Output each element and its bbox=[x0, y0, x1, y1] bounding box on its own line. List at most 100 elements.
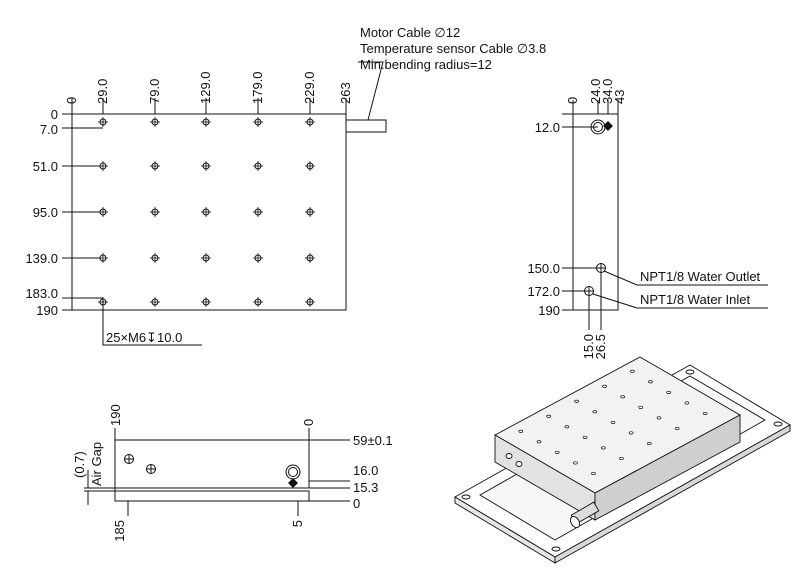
mounting-hole bbox=[98, 161, 108, 171]
side-view-top-extension-lines bbox=[572, 100, 619, 114]
mounting-hole bbox=[201, 207, 211, 217]
side-view-bottom-extension-lines bbox=[588, 268, 602, 330]
mounting-hole bbox=[98, 207, 108, 217]
iso-mover-hole bbox=[628, 431, 634, 435]
iso-mover-hole bbox=[574, 399, 579, 403]
iso-mover-hole bbox=[546, 414, 552, 418]
mounting-hole bbox=[253, 117, 263, 127]
x-dim-263: 263 bbox=[338, 82, 353, 104]
mounting-hole bbox=[305, 117, 315, 127]
top-view-x-extension-lines bbox=[71, 98, 347, 114]
front-bottom-dim-185: 185 bbox=[112, 520, 127, 542]
iso-mover-hole bbox=[564, 425, 570, 429]
y-dim-51: 51.0 bbox=[33, 159, 58, 174]
water-outlet-leader bbox=[603, 270, 768, 286]
air-gap-value: (0.7) bbox=[72, 451, 87, 478]
iso-mover-hole bbox=[630, 369, 635, 373]
side-left-dim-150: 150.0 bbox=[527, 261, 560, 276]
water-outlet-port bbox=[596, 263, 606, 273]
iso-mover-hole bbox=[554, 450, 560, 454]
mounting-hole bbox=[201, 253, 211, 263]
iso-mover-hole bbox=[656, 416, 662, 420]
iso-mover-hole bbox=[702, 411, 708, 416]
iso-mover-hole bbox=[592, 410, 598, 414]
iso-base-holes bbox=[461, 369, 783, 552]
y-dim-139: 139.0 bbox=[25, 251, 58, 266]
iso-mover-hole bbox=[648, 380, 653, 384]
iso-motor-cable bbox=[569, 501, 600, 529]
mounting-hole bbox=[150, 297, 160, 307]
front-port-1 bbox=[124, 454, 134, 464]
x-dim-129: 129.0 bbox=[198, 71, 213, 104]
front-view-right-dims: 59±0.1 16.0 15.3 0 bbox=[353, 433, 393, 511]
front-bottom-dim-5: 5 bbox=[290, 520, 305, 527]
iso-mover-hole bbox=[684, 401, 690, 405]
front-right-dim-59: 59±0.1 bbox=[353, 433, 393, 448]
front-right-dim-16: 16.0 bbox=[353, 463, 378, 478]
cable-notes: Motor Cable ∅12 Temperature sensor Cable… bbox=[360, 25, 546, 72]
y-dim-183: 183.0 bbox=[25, 286, 58, 301]
water-outlet-label: NPT1/8 Water Outlet bbox=[640, 269, 761, 284]
x-dim-29: 29.0 bbox=[95, 79, 110, 104]
front-view-bottom-dims: 185 5 bbox=[112, 520, 305, 542]
mounting-hole bbox=[150, 161, 160, 171]
side-left-dim-172: 172.0 bbox=[527, 284, 560, 299]
side-view-left-dims: 12.0 150.0 172.0 190 bbox=[527, 120, 560, 318]
top-view-y-extension-lines bbox=[62, 113, 103, 311]
motor-cable-note: Motor Cable ∅12 bbox=[360, 25, 460, 40]
iso-mover-hole bbox=[591, 471, 596, 476]
top-view-y-dims: 0 7.0 51.0 95.0 139.0 183.0 190 bbox=[25, 107, 58, 318]
water-inlet-label: NPT1/8 Water Inlet bbox=[640, 292, 750, 307]
iso-front-port-1 bbox=[505, 453, 513, 459]
iso-mover-hole bbox=[674, 426, 680, 431]
iso-mover-hole bbox=[573, 461, 578, 465]
water-inlet-leader bbox=[592, 293, 768, 309]
side-view: 0 24.0 34.0 43 12.0 150.0 172.0 190 15.0… bbox=[527, 79, 768, 359]
side-bottom-dim-15: 15.0 bbox=[581, 334, 596, 359]
mounting-hole bbox=[201, 297, 211, 307]
mounting-hole bbox=[305, 161, 315, 171]
mounting-hole bbox=[150, 207, 160, 217]
top-view-x-dims: 0 29.0 79.0 129.0 179.0 229.0 263 bbox=[64, 71, 353, 104]
mounting-hole bbox=[253, 161, 263, 171]
side-view-bottom-dims: 15.0 26.5 bbox=[581, 334, 608, 359]
side-left-dim-190: 190 bbox=[538, 303, 560, 318]
front-right-dim-0: 0 bbox=[353, 496, 360, 511]
cable-gland-icon bbox=[590, 119, 613, 135]
side-left-dim-12: 12.0 bbox=[535, 120, 560, 135]
x-dim-79: 79.0 bbox=[147, 79, 162, 104]
cable-leader-line bbox=[358, 61, 384, 121]
isometric-view bbox=[454, 356, 791, 564]
iso-mover-hole bbox=[666, 390, 672, 394]
mounting-hole bbox=[253, 297, 263, 307]
side-view-top-dims: 0 24.0 34.0 43 bbox=[565, 79, 627, 104]
y-dim-95: 95.0 bbox=[33, 205, 58, 220]
front-port-2 bbox=[146, 464, 156, 474]
side-top-dim-24: 24.0 bbox=[588, 79, 603, 104]
side-bottom-dim-26: 26.5 bbox=[593, 334, 608, 359]
mounting-hole bbox=[201, 117, 211, 127]
mounting-hole bbox=[201, 161, 211, 171]
hole-spec-leader bbox=[102, 298, 202, 346]
water-inlet-port bbox=[584, 286, 594, 296]
side-top-dim-43: 43 bbox=[612, 90, 627, 104]
iso-base-plate-side bbox=[554, 424, 791, 564]
temp-cable-note: Temperature sensor Cable ∅3.8 bbox=[360, 41, 546, 56]
front-cable-gland-icon bbox=[285, 464, 301, 488]
mounting-hole bbox=[150, 117, 160, 127]
iso-mover-hole bbox=[619, 456, 624, 461]
iso-mover-hole bbox=[620, 395, 626, 399]
front-view-body bbox=[114, 439, 310, 489]
mounting-hole bbox=[98, 253, 108, 263]
motor-cable-outlet bbox=[345, 119, 387, 133]
mounting-hole bbox=[253, 253, 263, 263]
y-dim-0: 0 bbox=[51, 107, 58, 122]
air-gap-label: Air Gap bbox=[89, 442, 104, 486]
iso-mover-hole bbox=[600, 446, 606, 450]
iso-mover-hole bbox=[582, 435, 588, 439]
front-top-dim-0: 0 bbox=[301, 419, 316, 426]
x-dim-0: 0 bbox=[64, 97, 79, 104]
x-dim-179: 179.0 bbox=[250, 71, 265, 104]
mounting-hole bbox=[253, 207, 263, 217]
